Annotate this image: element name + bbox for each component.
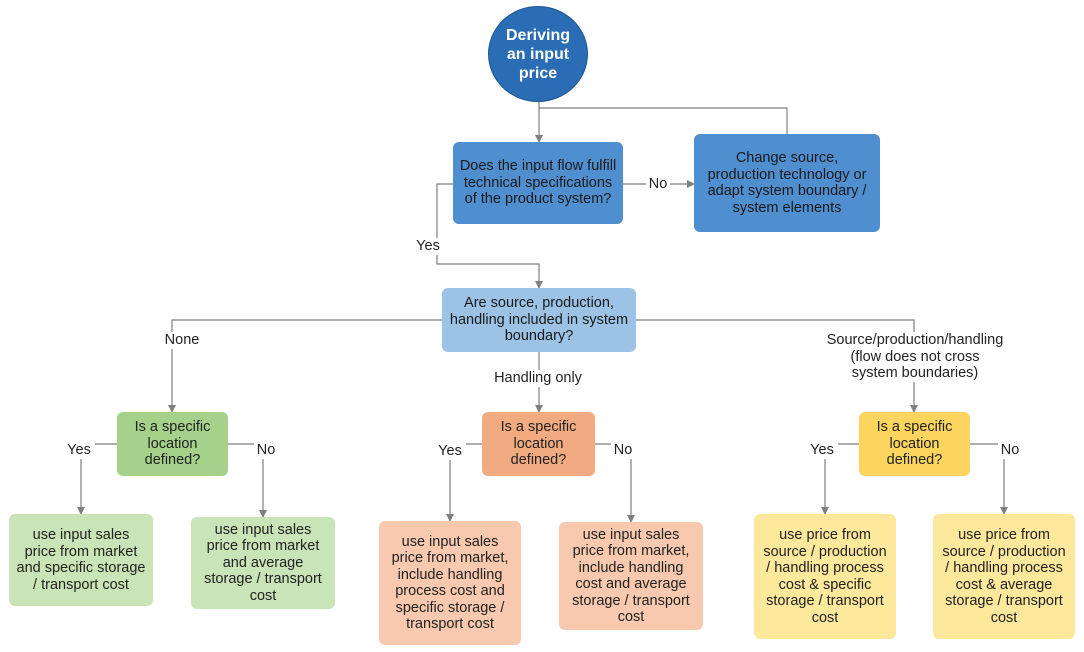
label-no-change: No (646, 176, 670, 193)
label-yes-q2: Yes (412, 238, 444, 255)
decision-location-none-label: Is a specific location defined? (134, 419, 211, 469)
decision-system-boundary-label: Are source, production, handling include… (449, 295, 629, 345)
outcome-none-no-label: use input sales price from market and av… (204, 521, 322, 604)
outcome-handling-yes-label: use input sales price from market, inclu… (391, 533, 509, 633)
start-label: Deriving an input price (505, 26, 570, 82)
outcome-handling-no: use input sales price from market, inclu… (559, 522, 703, 630)
change-source-box: Change source, production technology or … (694, 134, 880, 232)
decision-system-boundary: Are source, production, handling include… (442, 288, 636, 352)
decision-location-handling-label: Is a specific location defined? (500, 419, 577, 469)
outcome-handling-yes: use input sales price from market, inclu… (379, 521, 521, 645)
outcome-source-no: use price from source / production / han… (933, 514, 1075, 639)
edge-q1-q2 (436, 183, 543, 289)
outcome-none-yes-label: use input sales price from market and sp… (16, 527, 146, 593)
outcome-source-yes: use price from source / production / han… (754, 514, 896, 639)
label-branch-none: None (158, 332, 206, 349)
label-none-no: No (254, 442, 278, 459)
decision-technical-specs-label: Does the input flow fulfill technical sp… (459, 158, 617, 208)
outcome-none-no: use input sales price from market and av… (191, 517, 335, 609)
change-source-label: Change source, production technology or … (707, 150, 867, 216)
label-branch-source: Source/production/handling (flow does no… (818, 332, 1012, 382)
outcome-source-no-label: use price from source / production / han… (942, 527, 1066, 626)
edge-q2-none (168, 319, 442, 413)
label-handling-no: No (611, 442, 635, 459)
label-handling-yes: Yes (434, 443, 466, 460)
decision-location-none: Is a specific location defined? (117, 412, 228, 476)
outcome-none-yes: use input sales price from market and sp… (9, 514, 153, 606)
decision-location-handling: Is a specific location defined? (482, 412, 595, 476)
label-none-yes: Yes (63, 442, 95, 459)
decision-location-source: Is a specific location defined? (859, 412, 970, 476)
outcome-source-yes-label: use price from source / production / han… (763, 527, 887, 626)
start-node: Deriving an input price (488, 6, 588, 102)
label-source-yes: Yes (806, 442, 838, 459)
edge-change-loop (539, 107, 788, 134)
outcome-handling-no-label: use input sales price from market, inclu… (572, 526, 690, 626)
label-branch-handling: Handling only (488, 370, 588, 387)
decision-location-source-label: Is a specific location defined? (876, 419, 953, 469)
label-source-no: No (998, 442, 1022, 459)
decision-technical-specs: Does the input flow fulfill technical sp… (453, 142, 623, 224)
